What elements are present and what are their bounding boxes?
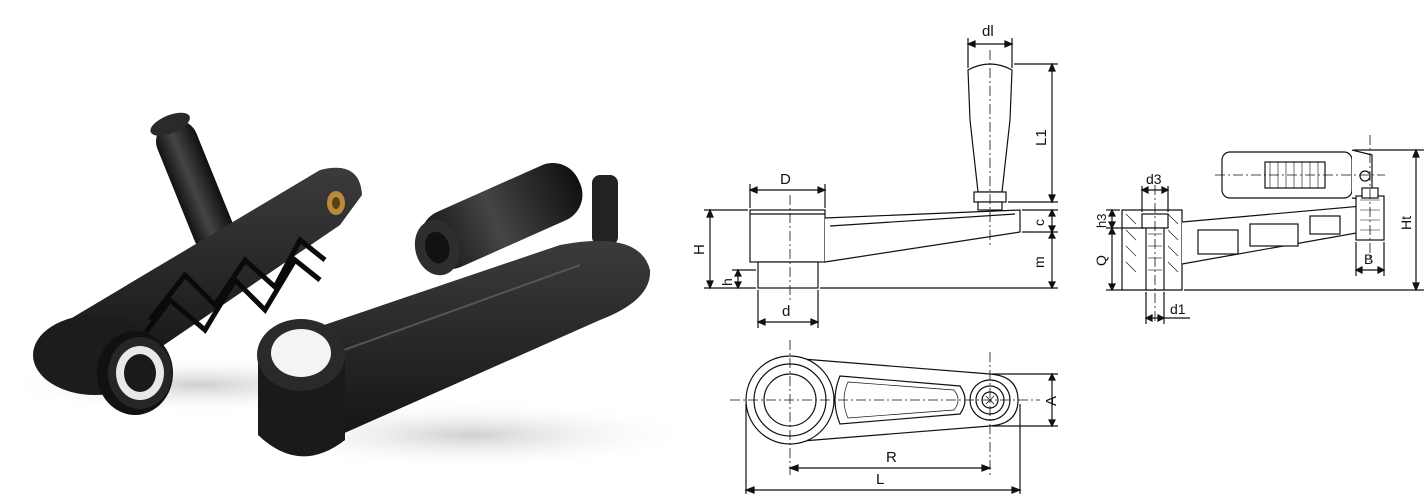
dim-label-d: d: [782, 303, 790, 320]
dim-label-h: h: [719, 278, 735, 286]
dim-label-L1: L1: [1033, 129, 1050, 146]
dim-label-d1: d1: [1170, 301, 1186, 317]
dim-label-H: H: [691, 244, 708, 255]
dim-label-d3: d3: [1146, 171, 1162, 187]
crank-handle-solid: [257, 163, 651, 457]
dim-label-Ht: Ht: [1398, 216, 1414, 230]
dim-label-h3: h3: [1094, 214, 1109, 228]
dim-label-A: A: [1043, 396, 1060, 406]
dim-label-dl: dl: [982, 23, 994, 40]
dim-label-c: c: [1031, 219, 1047, 226]
crank-handle-skeleton: [33, 112, 362, 415]
dim-label-D: D: [780, 171, 791, 188]
top-view: A R L: [730, 340, 1060, 494]
technical-drawings: dl D H h d L1 c: [691, 23, 1424, 494]
dim-label-B: B: [1364, 251, 1373, 267]
dim-label-R: R: [886, 449, 897, 466]
product-photo: [0, 55, 670, 496]
side-view: dl D H h d L1 c: [691, 23, 1058, 328]
dim-label-Q: Q: [1093, 255, 1109, 266]
dim-label-m: m: [1031, 256, 1047, 268]
dim-label-L: L: [876, 471, 884, 488]
section-view: d3 h3 Q d1 Ht B: [1093, 135, 1424, 324]
